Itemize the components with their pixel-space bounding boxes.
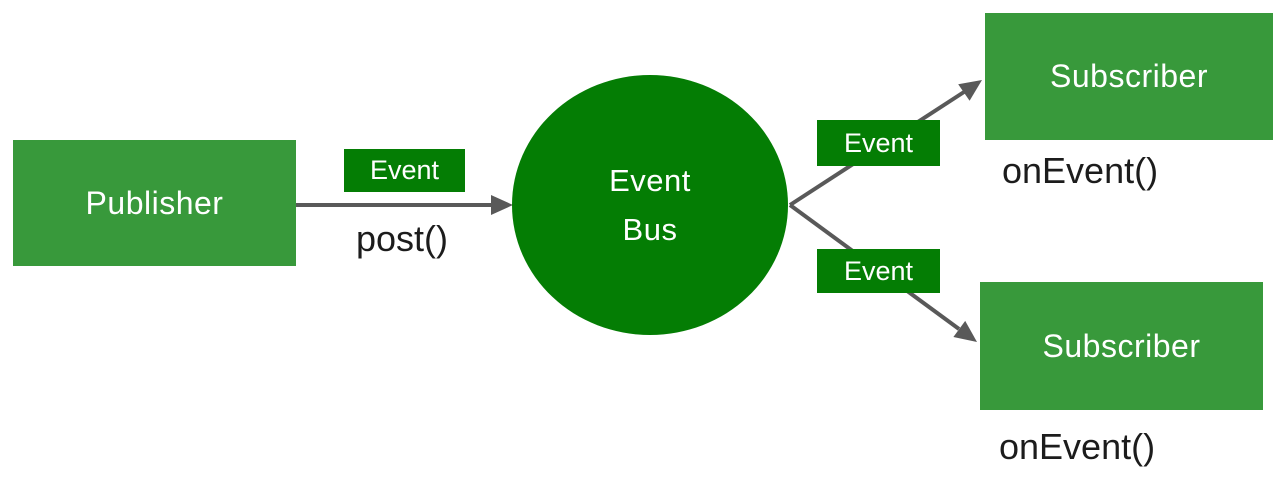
event-badge-publish: Event <box>344 149 465 192</box>
subscriber-bottom-label: Subscriber <box>1042 327 1201 364</box>
subscriber-top-node: Subscriber <box>985 13 1273 140</box>
event-bus-node: Event Bus <box>512 75 788 335</box>
deliver-bottom-arrowhead <box>953 320 977 342</box>
event-badge-top-label: Event <box>843 127 914 158</box>
publisher-label: Publisher <box>85 184 224 221</box>
onevent-top-method-label: onEvent() <box>1002 150 1159 191</box>
deliver-top-arrowhead <box>958 80 982 101</box>
onevent-bottom-method-label: onEvent() <box>999 426 1156 467</box>
event-badge-bottom-label: Event <box>843 255 914 286</box>
publish-arrowhead <box>491 195 513 215</box>
event-bus-label-line2: Bus <box>622 212 678 247</box>
subscriber-bottom-node: Subscriber <box>980 282 1263 410</box>
subscriber-top-label: Subscriber <box>1050 58 1208 94</box>
event-bus-label-line1: Event <box>609 163 691 198</box>
event-badge-bottom: Event <box>817 249 940 293</box>
event-badge-publish-label: Event <box>369 155 440 185</box>
publisher-node: Publisher <box>13 140 296 266</box>
post-method-label: post() <box>356 218 449 259</box>
event-badge-top: Event <box>817 120 940 166</box>
